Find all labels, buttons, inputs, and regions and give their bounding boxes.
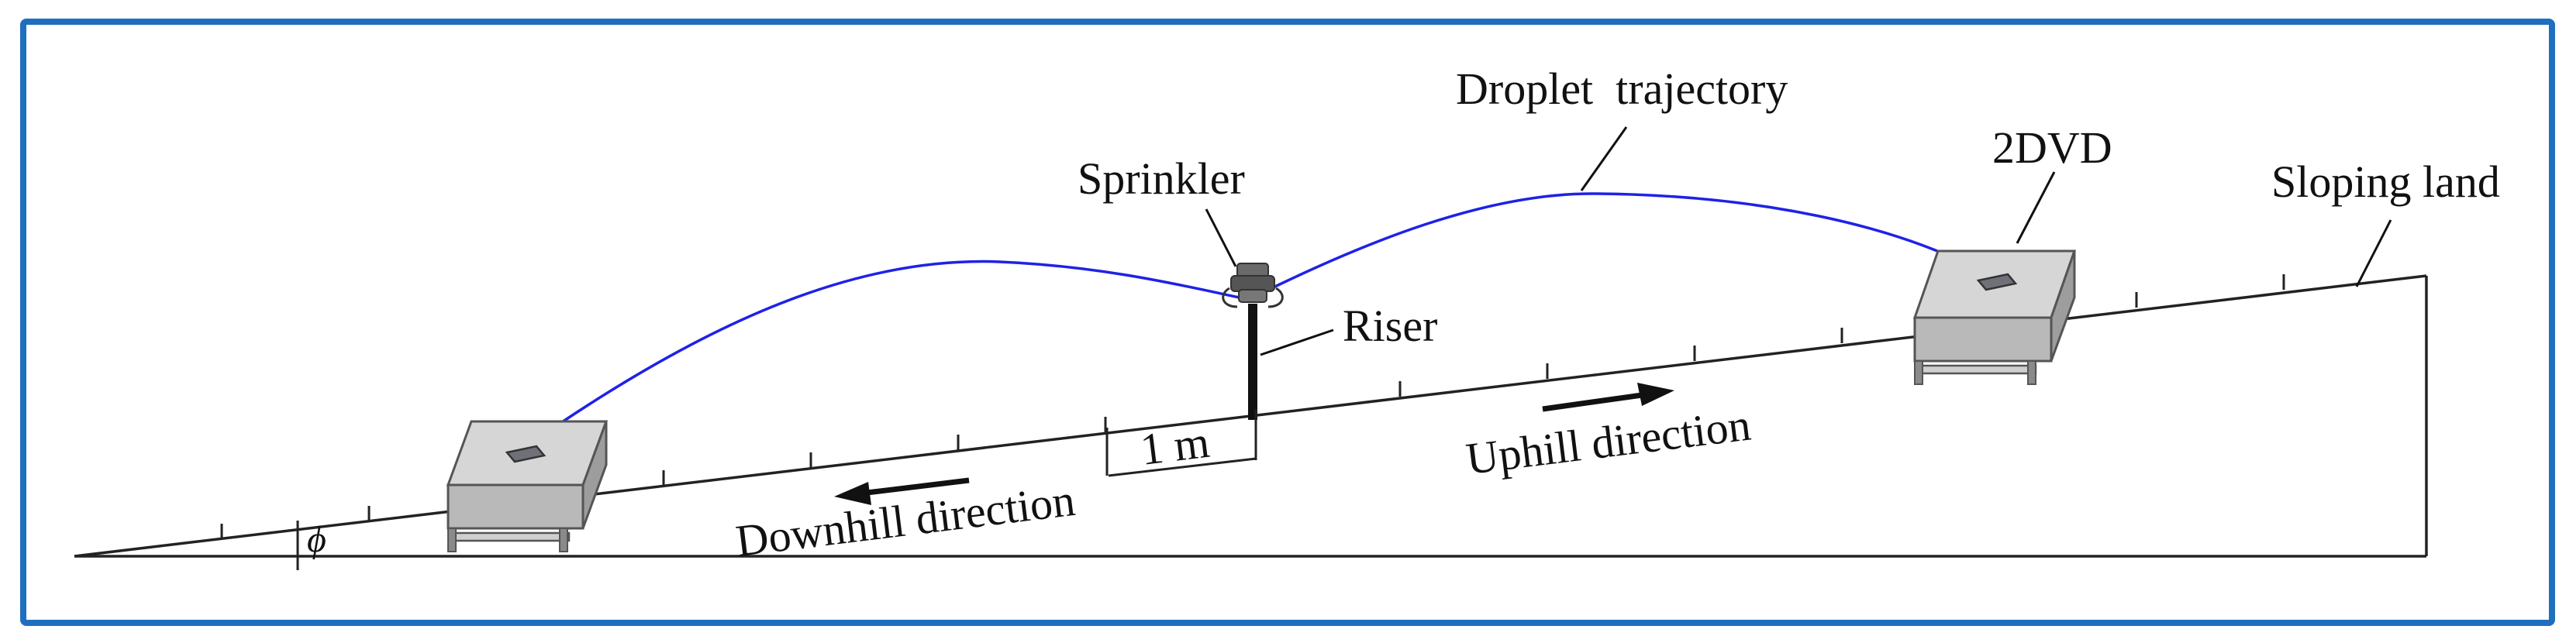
2dvd-label: 2DVD <box>1992 122 2112 173</box>
diagram-frame <box>20 19 2555 626</box>
right-2dvd-sensor-window <box>1976 273 2018 291</box>
riser-leader <box>1260 328 1334 356</box>
sloping-land-leader <box>2355 219 2392 287</box>
left-2dvd-sensor-window <box>505 445 547 463</box>
scale-label: 1 m <box>1138 417 1212 475</box>
2dvd-right-icon <box>1912 249 2077 385</box>
sprinkler-leader <box>1205 208 1237 267</box>
trajectory-downhill <box>516 260 1247 454</box>
sloping-land-label: Sloping land <box>2271 156 2500 207</box>
2dvd-left-icon <box>446 420 609 552</box>
leader-lines <box>1205 126 2392 356</box>
uphill-arrow <box>1542 383 1674 412</box>
angle-symbol-label: ϕ <box>307 519 326 560</box>
uphill-direction-label: Uphill direction <box>1464 399 1754 483</box>
trajectory-uphill <box>1249 192 1995 301</box>
scale-bracket: 1 m <box>1105 409 1257 477</box>
slope-angle-marker: ϕ <box>296 519 326 570</box>
sprinkler-label: Sprinkler <box>1078 153 1245 204</box>
sprinkler-head-icon <box>1222 263 1284 308</box>
droplet-trajectory-label: Droplet trajectory <box>1456 64 1788 114</box>
riser-label: Riser <box>1343 301 1437 351</box>
downhill-arrow <box>834 477 970 505</box>
droplet-trajectories <box>516 192 1995 454</box>
2dvd-leader <box>2016 171 2056 244</box>
trajectory-leader <box>1580 126 1628 191</box>
